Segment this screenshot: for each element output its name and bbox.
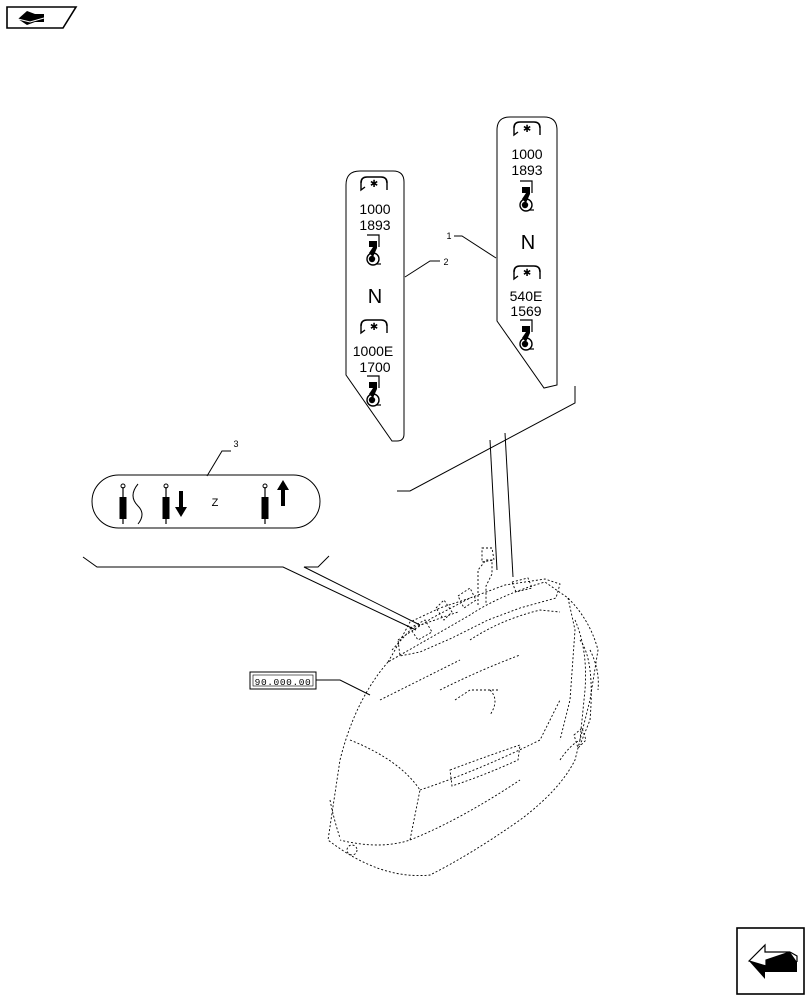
pto-lever-icon xyxy=(366,375,382,407)
decal-3: Z xyxy=(91,474,321,529)
leader-line-3 xyxy=(206,450,231,477)
decal-2-lower-speed-b: 1700 xyxy=(359,359,390,375)
decal-1-lower-speed-a: 540E xyxy=(510,288,543,304)
callout-1: 1 xyxy=(446,231,451,241)
leader-line-reference xyxy=(316,679,371,696)
pto-gear-icon xyxy=(360,176,388,191)
arrow-up-icon xyxy=(277,480,289,506)
leader-line-decal-1-bracket xyxy=(397,386,576,492)
decal-1-neutral: N xyxy=(521,232,535,254)
reference-box[interactable]: 90.000.00 xyxy=(249,671,317,690)
decal-1-upper-speed-b: 1893 xyxy=(511,162,542,178)
decal-1-upper-speed-a: 1000 xyxy=(511,146,542,162)
book-arrow-icon[interactable] xyxy=(6,6,78,29)
leader-line-decal-3-b xyxy=(303,555,421,626)
leader-line-2 xyxy=(404,260,440,278)
decal-3-center-mark: Z xyxy=(212,497,219,509)
pto-gear-icon xyxy=(513,265,541,280)
arrow-down-icon xyxy=(175,491,187,517)
pto-lever-icon xyxy=(366,234,382,266)
pto-gear-icon xyxy=(513,121,541,136)
hydraulic-cylinder-icon xyxy=(161,483,171,525)
pto-lever-icon xyxy=(519,180,535,212)
leader-line-decal-3-a xyxy=(82,556,417,631)
decal-2-neutral: N xyxy=(368,286,382,308)
next-page-arrow-icon[interactable] xyxy=(736,927,805,995)
decal-1-lower-speed-b: 1569 xyxy=(510,303,541,319)
callout-3: 3 xyxy=(233,439,238,449)
pto-gear-icon xyxy=(360,319,388,334)
pto-lever-icon xyxy=(519,319,535,351)
cab-illustration xyxy=(327,547,599,876)
reference-box-label: 90.000.00 xyxy=(255,677,312,688)
leader-line-decal-2 xyxy=(489,439,498,571)
leader-line-1 xyxy=(454,235,497,259)
callout-2: 2 xyxy=(443,257,448,267)
decal-2-upper-speed-b: 1893 xyxy=(359,217,390,233)
decal-2-lower-speed-a: 1000E xyxy=(353,343,393,359)
hydraulic-cylinder-icon xyxy=(260,483,270,525)
decal-2: 1000 1893 N 1000E 1700 xyxy=(345,170,405,442)
decal-2-upper-speed-a: 1000 xyxy=(359,201,390,217)
decal-1: 1000 1893 N 540E 1569 xyxy=(496,116,558,389)
hydraulic-cylinder-icon xyxy=(118,483,128,525)
leader-line-decal-1 xyxy=(504,432,514,578)
